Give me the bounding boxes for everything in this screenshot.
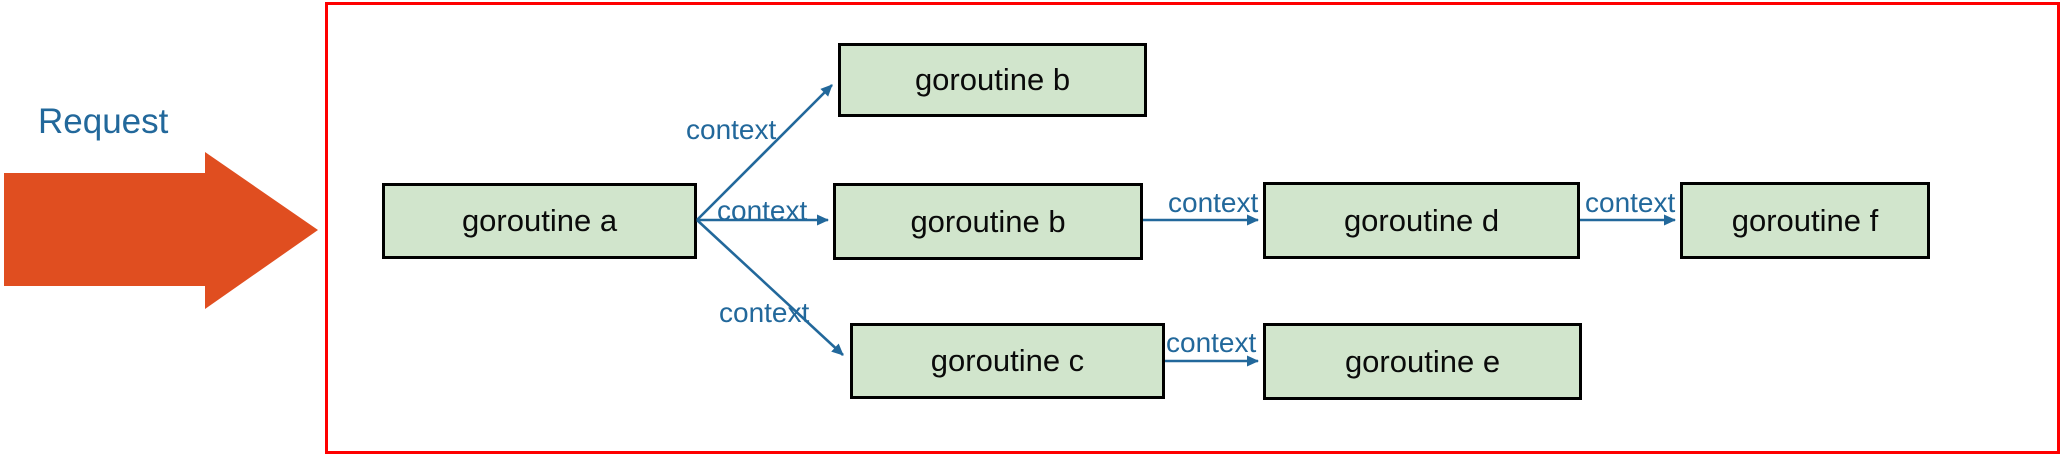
request-label: Request xyxy=(38,102,169,141)
request-arrow-icon xyxy=(4,152,318,309)
node-label: goroutine b xyxy=(914,62,1071,97)
edge-label-context: context xyxy=(1585,187,1676,218)
node-label: goroutine e xyxy=(1344,343,1501,379)
edge-label-context: context xyxy=(1166,327,1257,358)
edge-label-context: context xyxy=(1168,187,1259,218)
node-goroutine-b-mid: goroutine b xyxy=(833,183,1143,260)
node-goroutine-c: goroutine c xyxy=(850,323,1165,399)
service-boundary-frame xyxy=(325,2,2060,454)
node-goroutine-a: goroutine a xyxy=(382,183,697,259)
edge-label-context: context xyxy=(686,114,777,145)
edge-label-context: context xyxy=(719,297,810,328)
node-goroutine-e: goroutine e xyxy=(1263,323,1582,400)
node-label: goroutine c xyxy=(930,343,1085,378)
node-goroutine-f: goroutine f xyxy=(1680,182,1930,259)
node-goroutine-b-top: goroutine b xyxy=(838,43,1147,117)
node-label: goroutine d xyxy=(1343,202,1500,238)
node-label: goroutine f xyxy=(1731,202,1879,238)
node-goroutine-d: goroutine d xyxy=(1263,182,1580,259)
node-label: goroutine a xyxy=(461,203,618,238)
edge-label-context: context xyxy=(717,195,808,226)
node-label: goroutine b xyxy=(910,203,1066,239)
